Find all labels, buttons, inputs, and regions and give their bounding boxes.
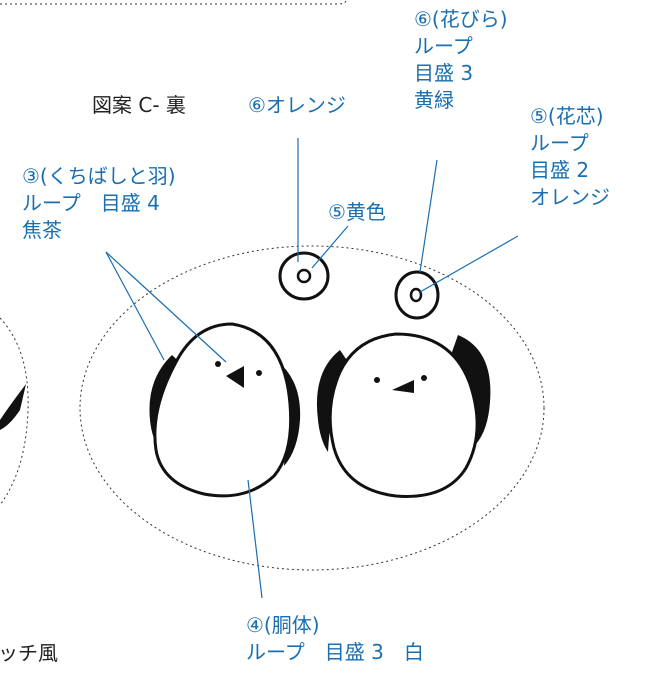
label-beak-line: ループ 目盛 4 (22, 191, 160, 215)
label-center: ⑤(花芯) ループ 目盛 2 オレンジ (530, 103, 610, 211)
label-petal-line: ⑥(花びら) (414, 7, 508, 31)
bird-right-body (328, 332, 479, 498)
label-center-line: オレンジ (530, 185, 610, 209)
top-frame-dotted (0, 0, 347, 5)
leader-lines (105, 138, 519, 599)
leader-beak-wing (105, 251, 165, 361)
label-body-line: ループ 目盛 3 白 (246, 640, 424, 664)
bird-right (316, 332, 491, 498)
label-beak-wing: ③(くちばしと羽) ループ 目盛 4 焦茶 (22, 163, 176, 244)
label-beak-line: 焦茶 (22, 218, 62, 242)
label-petal-line: ループ (414, 34, 473, 58)
label-petal: ⑥(花びら) ループ 目盛 3 黄緑 (414, 6, 508, 114)
label-body: ④(胴体) ループ 目盛 3 白 (246, 612, 424, 666)
label-petal-line: 目盛 3 (414, 61, 474, 85)
label-body-line: ④(胴体) (246, 613, 320, 637)
leader-petal (419, 159, 438, 273)
bird-left-body (153, 322, 293, 498)
bird-left-beak (226, 366, 244, 388)
left-motif-stroke (0, 384, 26, 430)
label-yellow5: ⑤黄色 (328, 200, 386, 224)
left-frame-dotted (0, 317, 29, 506)
pattern-oval-dotted (79, 245, 545, 571)
bird-right-beak (392, 380, 414, 393)
label-center-line: ループ (530, 131, 589, 155)
label-center-line: 目盛 2 (530, 158, 590, 182)
label-beak-line: ③(くちばしと羽) (22, 164, 176, 188)
flower-right (394, 270, 440, 320)
label-orange6: ⑥オレンジ (248, 93, 346, 117)
leader-body (247, 479, 263, 599)
leader-beak-nose (105, 251, 227, 363)
label-petal-line: 黄緑 (414, 88, 454, 112)
label-center-line: ⑤(花芯) (530, 104, 604, 128)
bird-left (149, 322, 301, 498)
leader-yellow5 (311, 225, 349, 269)
leader-center (419, 235, 519, 293)
flower-left (278, 251, 330, 301)
label-cut-text: ッチ風 (0, 641, 58, 665)
pattern-title: 図案 C- 裏 (92, 93, 186, 117)
